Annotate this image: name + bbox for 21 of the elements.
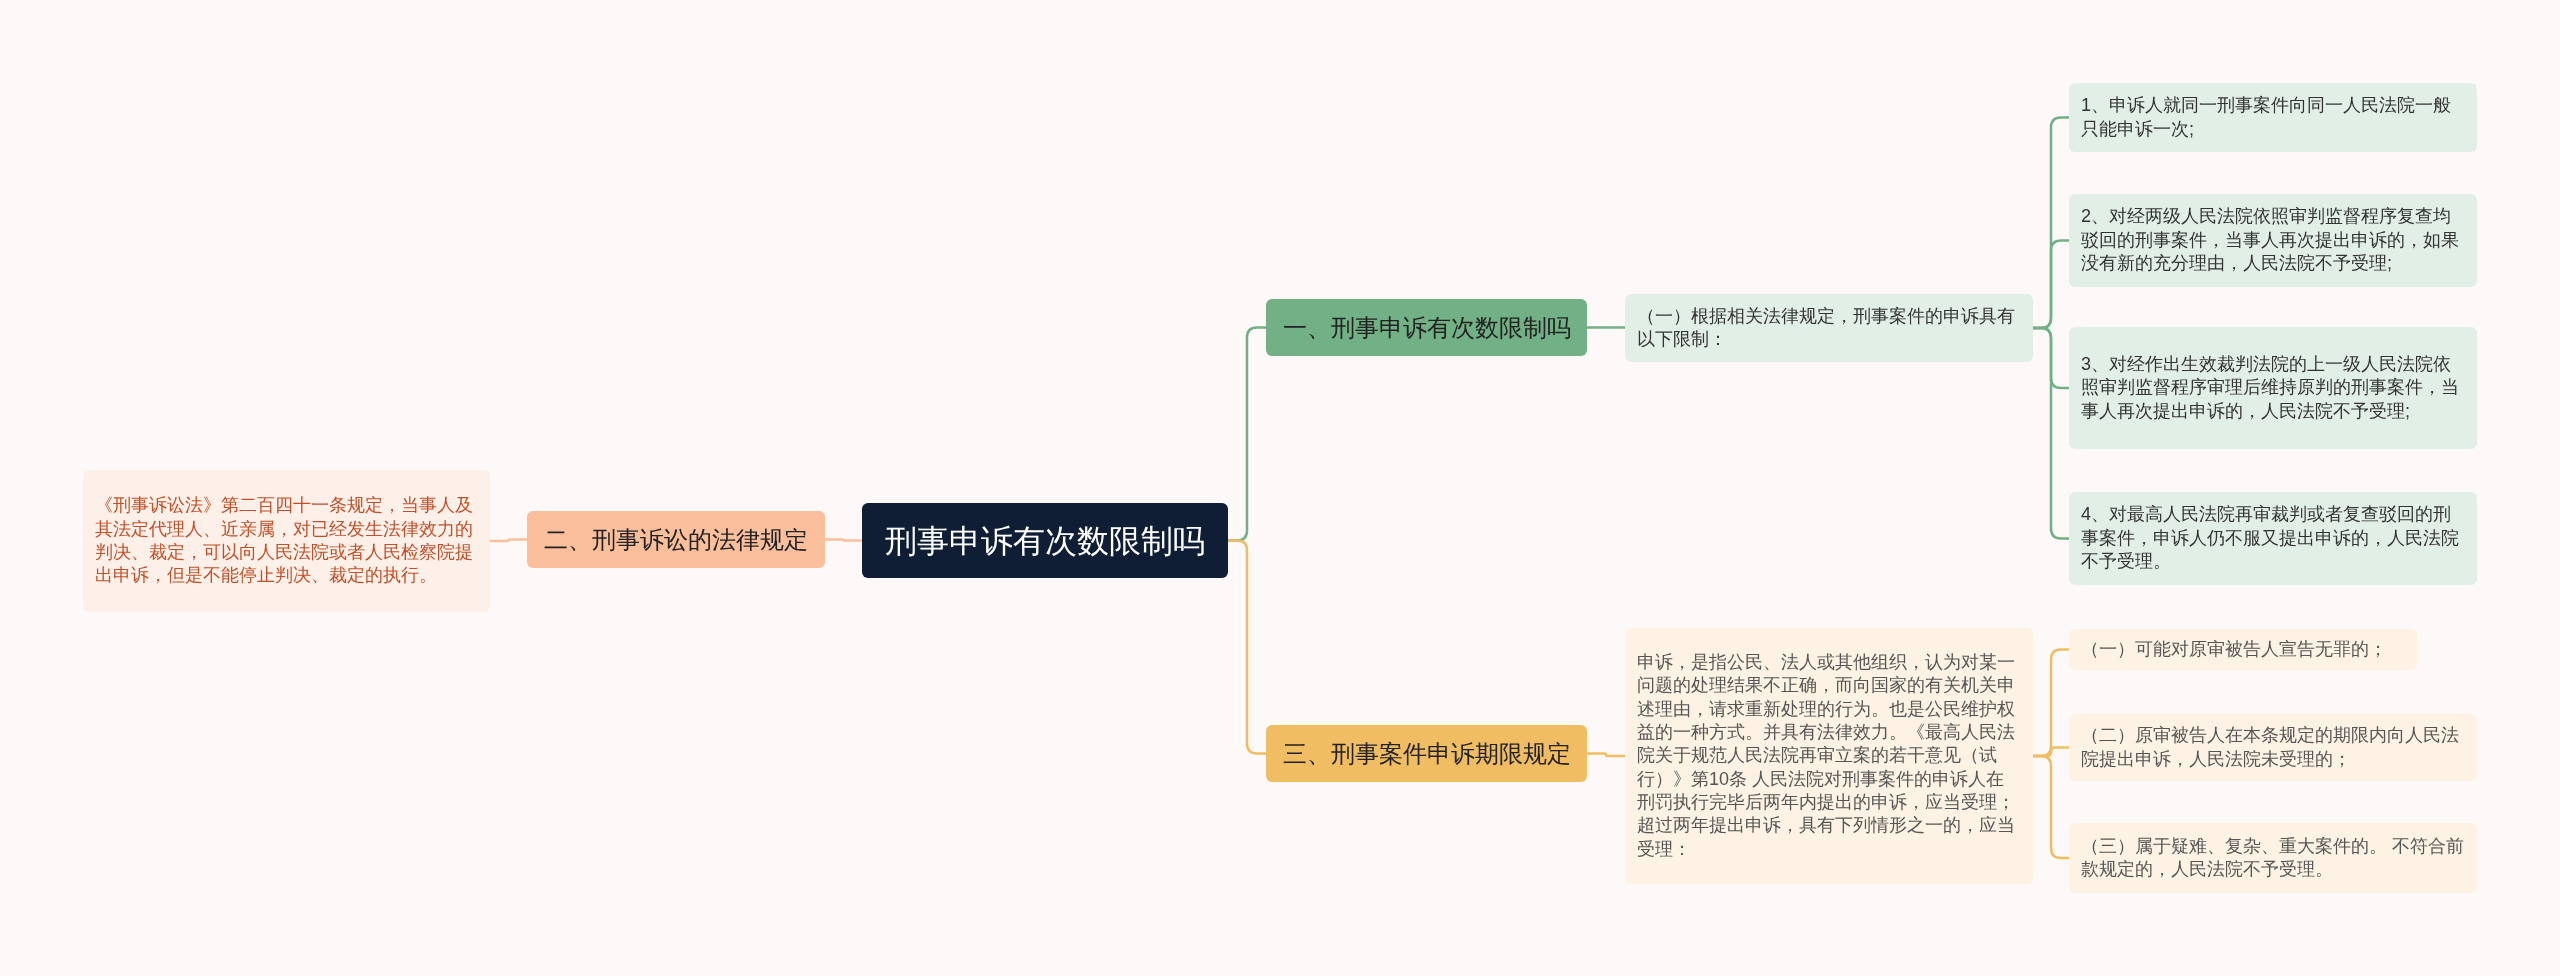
subtopic-box: （二）原审被告人在本条规定的期限内向人民法院提出申诉，人民法院未受理的； — [2069, 714, 2477, 781]
subtopic-box: （一）根据相关法律规定，刑事案件的申诉具有以下限制： — [1625, 294, 2033, 362]
subtopic-box: （三）属于疑难、复杂、重大案件的。 不符合前款规定的，人民法院不予受理。 — [2069, 823, 2477, 893]
central-topic-box: 刑事申诉有次数限制吗 — [862, 503, 1228, 578]
subtopic-box: 《刑事诉讼法》第二百四十一条规定，当事人及其法定代理人、近亲属，对已经发生法律效力的判决、裁定，可以向人民法院或者人民检察院提出申诉，但是不能停止判决、裁定的执行。 — [83, 470, 490, 612]
connector-line — [2033, 326, 2069, 540]
connector-line — [1587, 326, 1625, 329]
branch-topic-box: 二、刑事诉讼的法律规定 — [527, 511, 825, 568]
connector-line — [825, 538, 862, 542]
connector-line — [1587, 752, 1625, 758]
subtopic-box: 3、对经作出生效裁判法院的上一级人民法院依照审判监督程序审理后维持原判的刑事案件，当事人再次提出申诉的，人民法院不予受理; — [2069, 327, 2477, 449]
subtopic-box: 申诉，是指公民、法人或其他组织，认为对某一问题的处理结果不正确，而向国家的有关机关申述理由，请求重新处理的行为。也是公民维护权益的一种方式。并具有法律效力。《最高人民法院关于规范人民法院再审立案的若干意见（试行）》第10条 人民法院对刑事案件的申诉人在刑罚执行完毕后两年内提出的申诉，应当受理；超过两年提出申诉，具有下列情形之一的，应当受理： — [1625, 628, 2033, 884]
connector-line — [490, 538, 527, 543]
subtopic-box: 2、对经两级人民法院依照审判监督程序复查均驳回的刑事案件，当事人再次提出申诉的，如果没有新的充分理由，人民法院不予受理; — [2069, 194, 2477, 287]
connector-line — [1228, 539, 1266, 755]
branch-topic-box: 一、刑事申诉有次数限制吗 — [1266, 299, 1587, 356]
branch-topic-box: 三、刑事案件申诉期限规定 — [1266, 725, 1587, 782]
subtopic-box: 1、申诉人就同一刑事案件向同一人民法院一般只能申诉一次; — [2069, 83, 2477, 152]
connector-line — [2033, 754, 2069, 860]
subtopic-box: 4、对最高人民法院再审裁判或者复查驳回的刑事案件，申诉人仍不服又提出申诉的，人民法院不予受理。 — [2069, 492, 2477, 585]
subtopic-box: （一）可能对原审被告人宣告无罪的； — [2069, 629, 2417, 670]
